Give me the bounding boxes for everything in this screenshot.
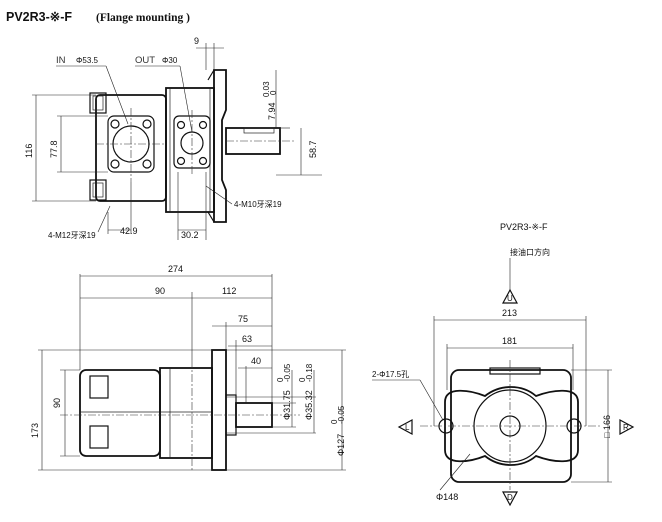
side-rear-block (79, 369, 161, 457)
side-flange (211, 349, 227, 471)
side-body (159, 367, 213, 459)
inlet-dia: Φ53.5 (76, 56, 99, 65)
dim-42-9: 42.9 (120, 226, 138, 236)
dia-127-tol-upper: 0 (330, 419, 339, 424)
shaft-key (243, 127, 275, 134)
dim-213: 213 (502, 308, 517, 318)
side-view: 274 90 112 75 63 40 90 173 Φ31.75 0 (30, 264, 346, 471)
svg-text:R: R (623, 423, 629, 432)
dia-31-75-tol-lower: -0.05 (283, 363, 292, 382)
dim-274: 274 (168, 264, 183, 274)
title-subtitle: (Flange mounting ) (96, 12, 190, 24)
dim-112: 112 (222, 286, 236, 296)
dia-127: Φ127 (336, 434, 346, 456)
dim-75: 75 (238, 314, 248, 324)
dia-35-32: Φ35.32 (304, 390, 314, 420)
svg-text:L: L (405, 423, 410, 432)
thread-m10: 4-M10牙深19 (234, 200, 282, 209)
inlet-label: IN (56, 55, 66, 66)
dim-90-top: 90 (155, 286, 165, 296)
dia-35-32-tol-lower: -0.18 (305, 363, 314, 382)
marker-l (397, 418, 413, 436)
dia-31-75: Φ31.75 (282, 390, 292, 420)
svg-text:D: D (507, 493, 513, 502)
dim-7-94-tol-lower: 0 (269, 90, 278, 95)
dim-7-94: 7.94 (267, 102, 277, 120)
port-direction-label: 接油口方向 (510, 247, 550, 257)
front-flange (213, 69, 227, 223)
boss-bottom (89, 179, 107, 201)
front-flange-outline (444, 386, 579, 466)
dim-90-left: 90 (52, 398, 62, 408)
front-model-label: PV2R3-※-F (500, 222, 548, 232)
dim-7-94-tol-upper: 0.03 (262, 81, 271, 97)
title-model: PV2R3-※-F (6, 10, 72, 24)
dim-173: 173 (30, 423, 40, 438)
dim-30-2: 30.2 (181, 230, 199, 240)
marker-u (501, 288, 519, 304)
dim-166: □ 166 (602, 415, 612, 438)
outlet-dia: Φ30 (162, 56, 178, 65)
dim-181: 181 (502, 336, 517, 346)
dim-63: 63 (242, 334, 252, 344)
marker-d (501, 491, 519, 507)
top-view: IN Φ53.5 OUT Φ30 9 116 77.8 42.9 30.2 (24, 36, 322, 240)
dim-116: 116 (24, 144, 34, 158)
outlet-label: OUT (135, 55, 155, 66)
dim-58-7: 58.7 (308, 140, 318, 158)
dim-9: 9 (194, 36, 199, 46)
front-view: PV2R3-※-F 接油口方向 U D L R 213 (372, 222, 635, 507)
boss-top (89, 92, 107, 114)
thread-m12: 4-M12牙深19 (48, 231, 96, 240)
dia-35-32-tol-upper: 0 (298, 377, 307, 382)
dim-77-8: 77.8 (49, 140, 59, 158)
pump-body (165, 87, 215, 213)
dia-31-75-tol-upper: 0 (276, 377, 285, 382)
svg-text:U: U (507, 294, 513, 303)
marker-r (619, 418, 635, 436)
dim-40: 40 (251, 356, 261, 366)
dia-148: Φ148 (436, 492, 458, 502)
holes-label: 2-Φ17.5孔 (372, 370, 409, 379)
dia-127-tol-lower: -0.05 (337, 405, 346, 424)
